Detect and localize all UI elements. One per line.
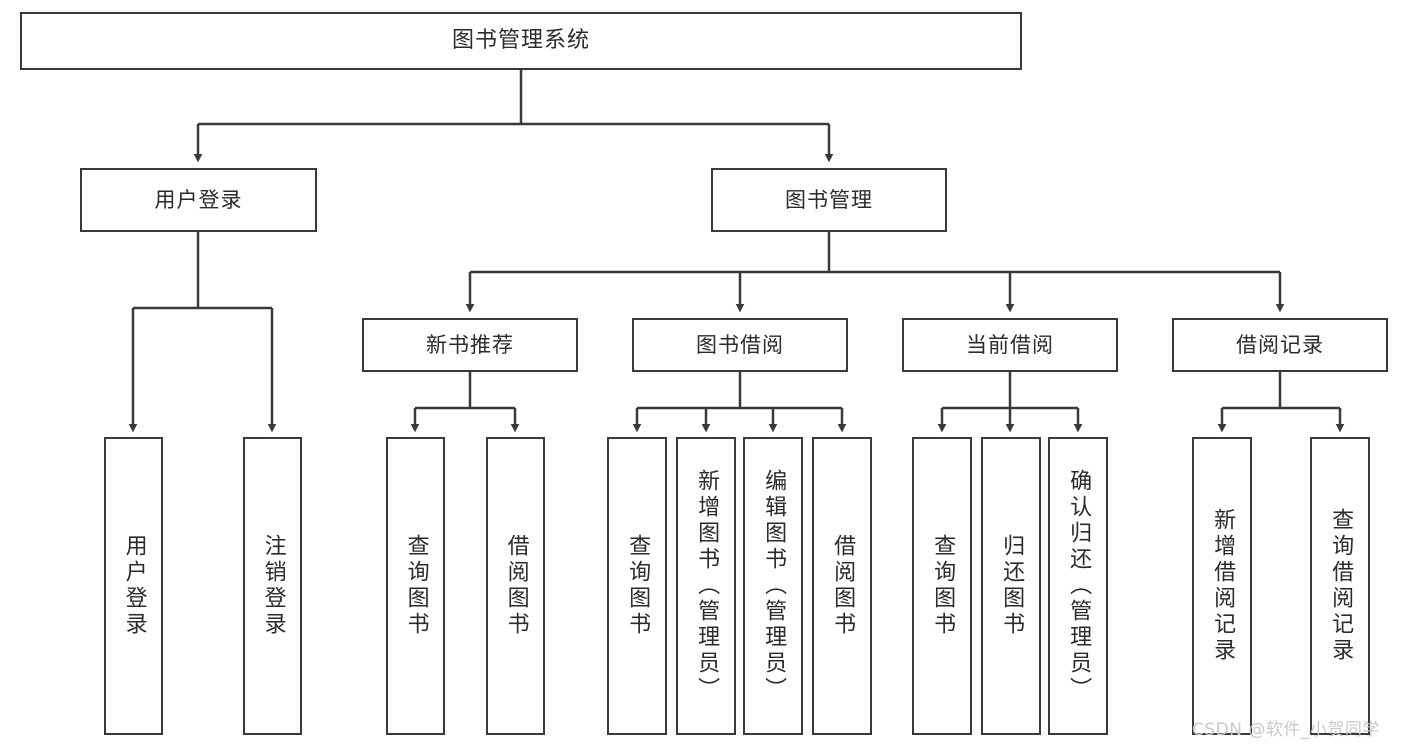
- node-label: 新书推荐: [426, 332, 514, 357]
- node-label: 借阅图书: [830, 534, 856, 638]
- node-label: 新增借阅记录: [1210, 508, 1236, 664]
- leaf-borrow-book-1[interactable]: 借阅图书: [486, 437, 545, 735]
- node-label: 查询借阅记录: [1328, 508, 1354, 664]
- node-root-system[interactable]: 图书管理系统: [20, 12, 1022, 70]
- leaf-add-book[interactable]: 新增图书（管理员）: [676, 437, 736, 735]
- node-label: 图书借阅: [696, 332, 784, 357]
- leaf-user-login[interactable]: 用户登录: [104, 437, 163, 735]
- node-label: 查询图书: [403, 534, 429, 638]
- node-book-manage[interactable]: 图书管理: [711, 168, 947, 232]
- watermark-text: CSDN @软件_小贺同学: [1192, 720, 1380, 740]
- node-label: 确认归还（管理员）: [1066, 469, 1092, 703]
- leaf-add-record[interactable]: 新增借阅记录: [1192, 437, 1252, 735]
- node-label: 编辑图书（管理员）: [761, 469, 787, 703]
- node-label: 归还图书: [999, 534, 1025, 638]
- node-label: 用户登录: [154, 187, 243, 212]
- node-label: 图书管理系统: [451, 28, 590, 54]
- node-label: 借阅记录: [1236, 332, 1324, 357]
- leaf-return-book[interactable]: 归还图书: [981, 437, 1041, 735]
- leaf-borrow-book-2[interactable]: 借阅图书: [812, 437, 872, 735]
- node-borrow-record[interactable]: 借阅记录: [1172, 318, 1388, 372]
- node-label: 借阅图书: [503, 534, 529, 638]
- node-label: 新增图书（管理员）: [694, 469, 720, 703]
- leaf-query-book-3[interactable]: 查询图书: [912, 437, 972, 735]
- node-user-login[interactable]: 用户登录: [80, 168, 317, 232]
- node-label: 注销登录: [260, 534, 286, 638]
- leaf-edit-book[interactable]: 编辑图书（管理员）: [743, 437, 803, 735]
- leaf-query-record[interactable]: 查询借阅记录: [1310, 437, 1370, 735]
- leaf-confirm-return[interactable]: 确认归还（管理员）: [1048, 437, 1108, 735]
- leaf-user-logout[interactable]: 注销登录: [243, 437, 302, 735]
- node-current-borrow[interactable]: 当前借阅: [902, 318, 1118, 372]
- node-book-borrow[interactable]: 图书借阅: [632, 318, 848, 372]
- node-label: 查询图书: [625, 534, 651, 638]
- node-label: 用户登录: [121, 534, 147, 638]
- leaf-query-book-2[interactable]: 查询图书: [607, 437, 667, 735]
- node-label: 图书管理: [785, 187, 873, 212]
- node-label: 查询图书: [930, 534, 956, 638]
- leaf-query-book-1[interactable]: 查询图书: [386, 437, 445, 735]
- node-new-book-recommend[interactable]: 新书推荐: [362, 318, 578, 372]
- node-label: 当前借阅: [966, 332, 1054, 357]
